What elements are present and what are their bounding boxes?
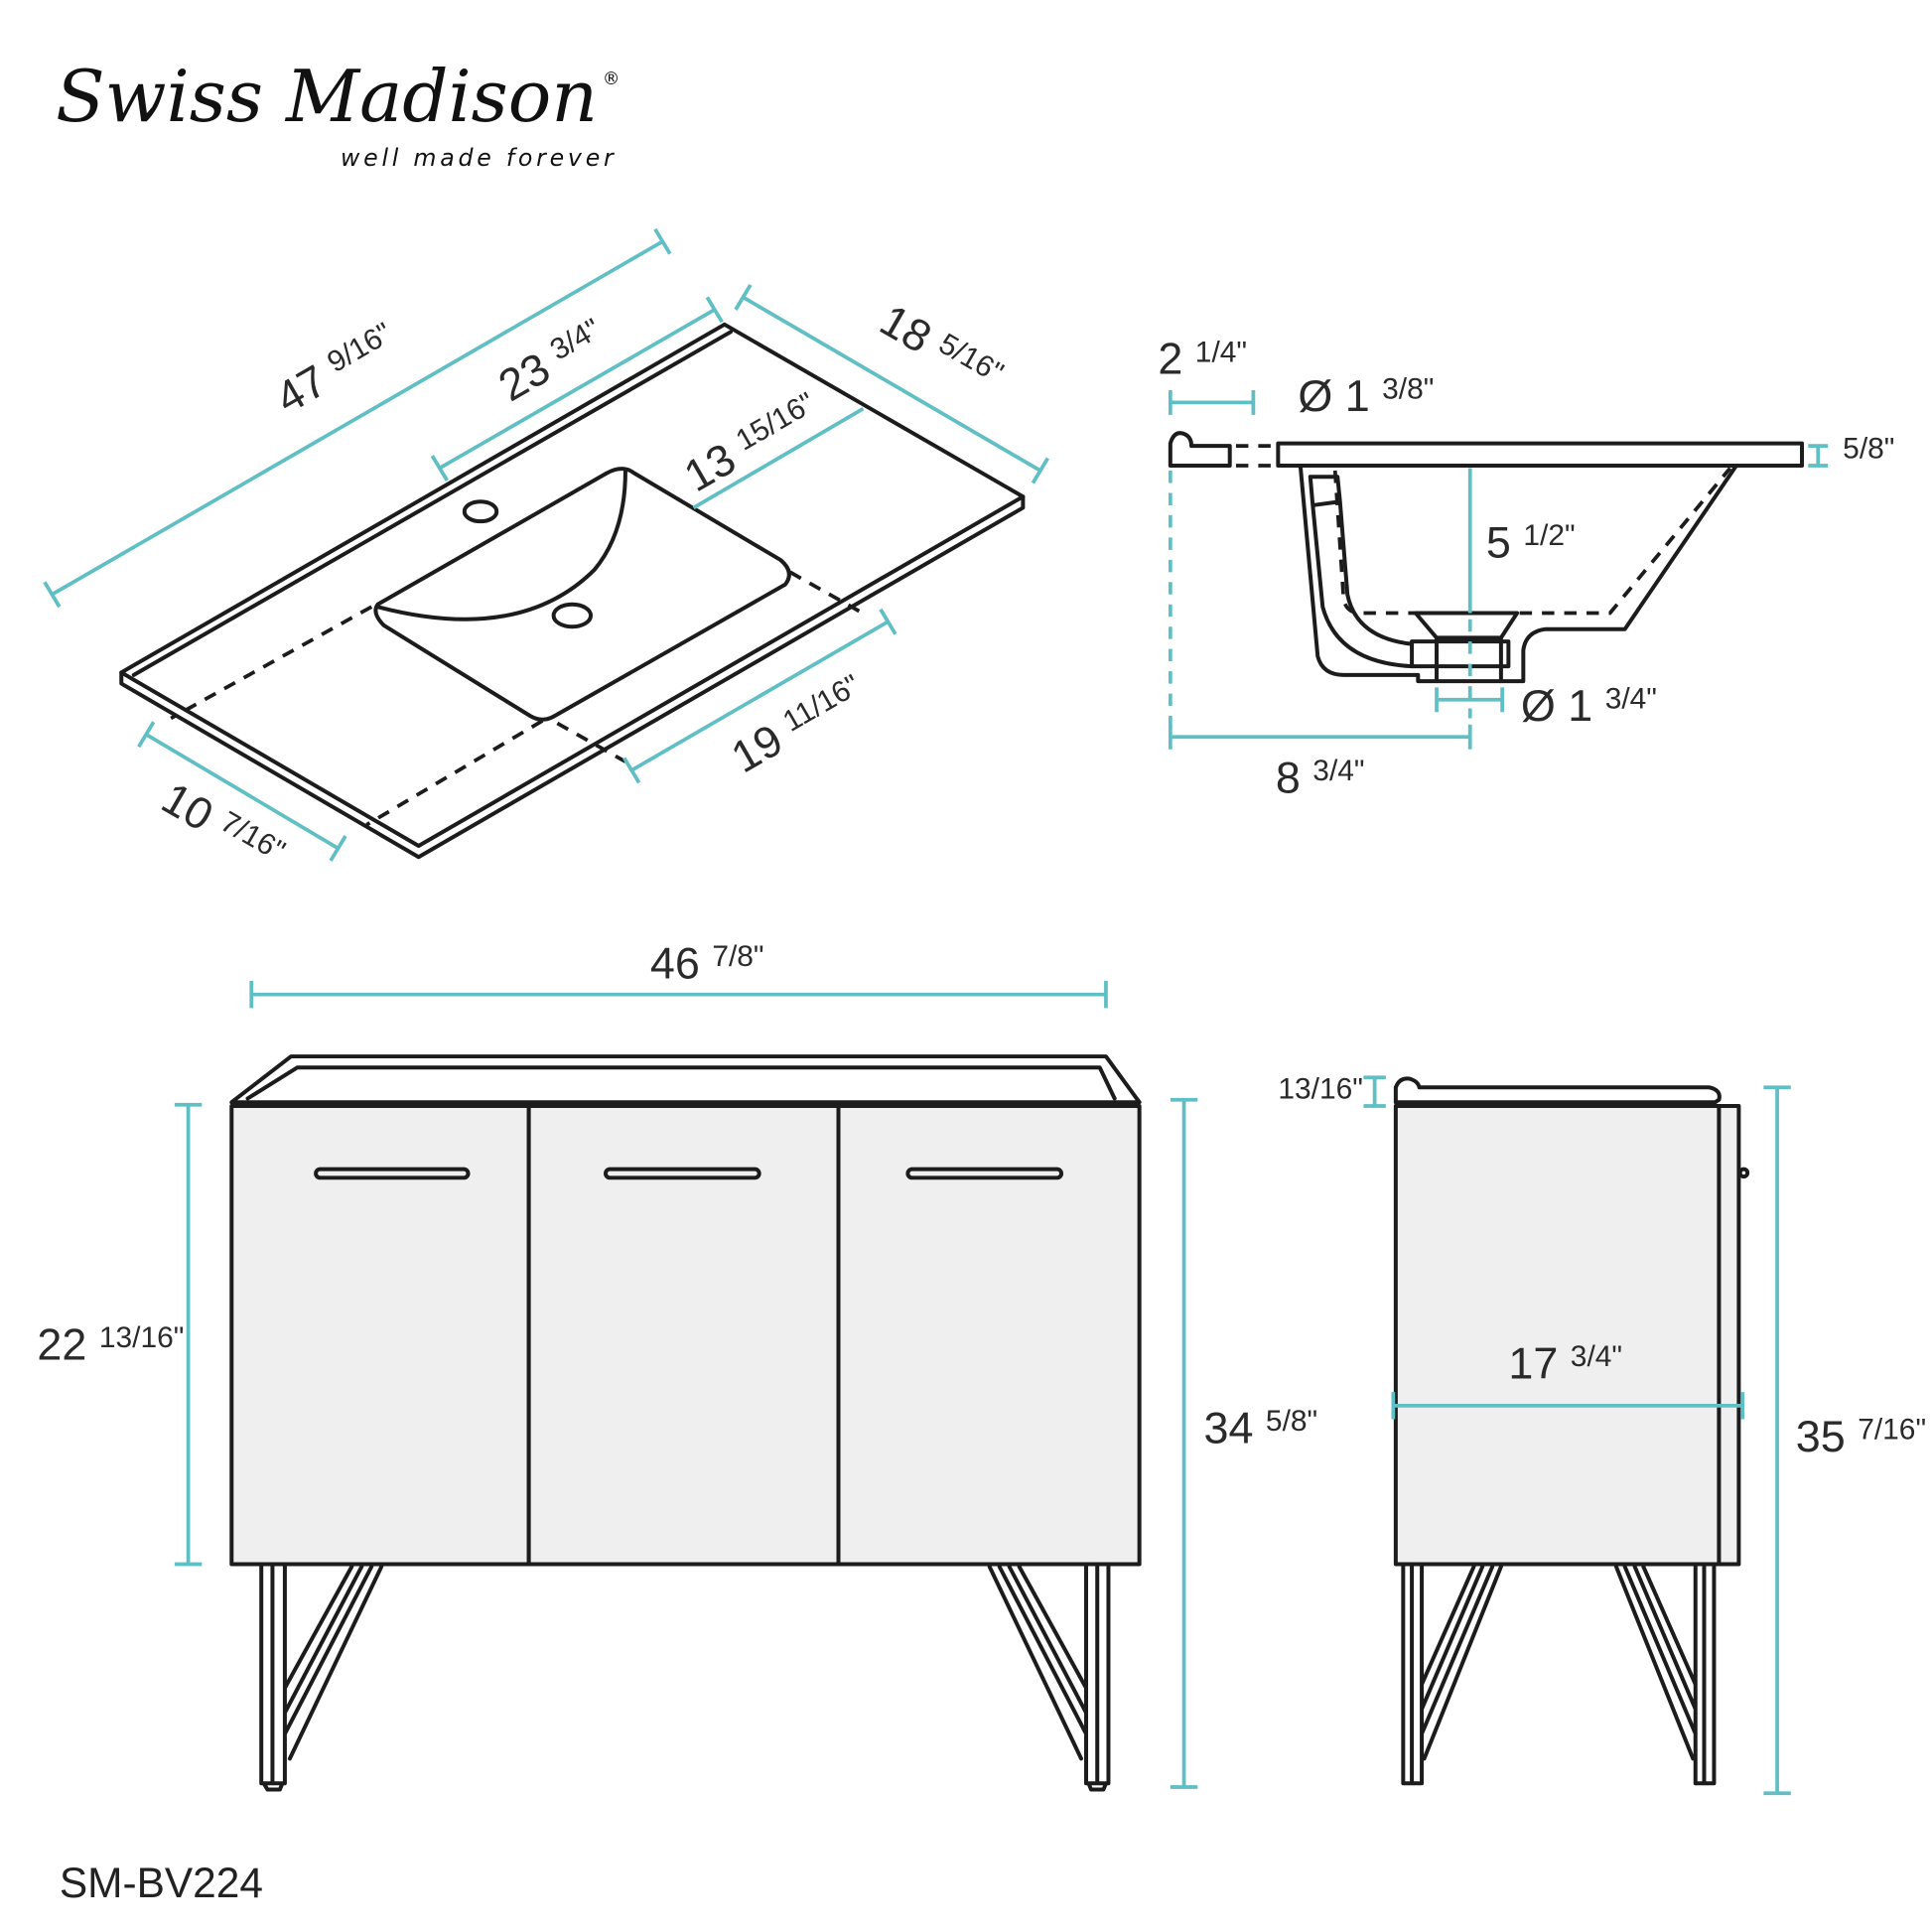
drain-hole bbox=[551, 602, 594, 629]
bowl-guide-line bbox=[170, 605, 373, 721]
cabinet-side-view: 13/16" 17 3/4" 35 7/16" bbox=[1278, 1072, 1926, 1796]
bowl-outline bbox=[1298, 464, 1738, 684]
backsplash-profile bbox=[1168, 431, 1232, 469]
door-right bbox=[836, 1103, 1142, 1567]
handle-knob bbox=[1737, 1167, 1750, 1179]
side-leg-back bbox=[1613, 1562, 1717, 1786]
faucet-hole bbox=[462, 499, 499, 524]
dim-label-length: 47 9/16" bbox=[267, 315, 405, 424]
brand-name-line: Swiss Madison® bbox=[56, 56, 620, 139]
overflow-channel bbox=[1308, 475, 1415, 669]
dim-label-depth: 17 3/4" bbox=[1508, 1337, 1622, 1388]
dim-label-bowl-depth: 5 1/2" bbox=[1486, 516, 1576, 567]
dim-label-to-faucet: 23 3/4" bbox=[489, 311, 614, 411]
dim-label-bowl-right: 19 11/16" bbox=[723, 666, 874, 782]
brand-logo: Swiss Madison® well made forever bbox=[56, 56, 620, 172]
dim-label-faucet-hole: Ø 1 3/8" bbox=[1298, 370, 1434, 421]
door-center bbox=[526, 1103, 841, 1567]
drain-fitting bbox=[1410, 611, 1520, 684]
bowl-inner bbox=[1332, 467, 1732, 616]
dim-line bbox=[1363, 1075, 1791, 1796]
top-slab-profile bbox=[1276, 441, 1805, 469]
dim-label-depth: 18 5/16" bbox=[872, 294, 1010, 403]
bowl-curve bbox=[375, 469, 627, 621]
sink-section-view: 2 1/4" Ø 1 3/8" 5/8" 5 1/2" Ø 1 3/4" 8 3… bbox=[1158, 334, 1894, 803]
dim-label-drain-offset: 8 3/4" bbox=[1276, 752, 1365, 802]
dim-label-faucet-offset: 2 1/4" bbox=[1158, 334, 1247, 384]
model-number: SM-BV224 bbox=[60, 1860, 263, 1906]
dim-label-top-thickness: 13/16" bbox=[1278, 1072, 1363, 1105]
dim-line bbox=[174, 980, 1198, 1789]
countertop-view: 47 9/16" 23 3/4" 18 5/16" 13 15/16" 19 1… bbox=[43, 227, 1049, 882]
vanity-top bbox=[229, 1054, 1142, 1105]
dim-label-bowl-left: 10 7/16" bbox=[154, 772, 292, 882]
door-handle bbox=[905, 1167, 1064, 1180]
dim-label-width: 46 7/8" bbox=[650, 937, 764, 988]
leg-right bbox=[987, 1562, 1111, 1792]
sink-bowl bbox=[373, 467, 791, 722]
door-left bbox=[229, 1103, 531, 1567]
dim-label-door-height: 22 13/16" bbox=[37, 1319, 184, 1370]
dim-line bbox=[1168, 389, 1829, 750]
cabinet-front-view: 46 7/8" 22 13/16" 34 5/8" bbox=[37, 937, 1318, 1792]
side-leg-front bbox=[1401, 1562, 1503, 1786]
door-edge bbox=[1717, 1103, 1741, 1567]
door-handle bbox=[314, 1167, 471, 1180]
dim-line bbox=[43, 227, 1049, 862]
side-panel bbox=[1393, 1103, 1722, 1567]
brand-tagline: well made forever bbox=[341, 144, 617, 172]
dim-label-top-thickness: 5/8" bbox=[1843, 433, 1894, 466]
dim-label-total-height: 35 7/16" bbox=[1796, 1411, 1926, 1461]
countertop-edge bbox=[119, 494, 1026, 860]
bowl-guide-line bbox=[365, 719, 544, 827]
backsplash-lip bbox=[131, 330, 733, 677]
dim-label-drain: Ø 1 3/4" bbox=[1521, 680, 1657, 731]
registered-mark: ® bbox=[603, 69, 620, 89]
dim-label-height: 34 5/8" bbox=[1204, 1402, 1318, 1452]
vanity-top-inner bbox=[245, 1065, 1117, 1101]
door-handle bbox=[604, 1167, 761, 1180]
bowl-guide-line bbox=[788, 570, 869, 618]
side-top-profile bbox=[1393, 1076, 1722, 1105]
leg-left bbox=[259, 1562, 384, 1792]
brand-name: Swiss Madison bbox=[56, 56, 598, 139]
